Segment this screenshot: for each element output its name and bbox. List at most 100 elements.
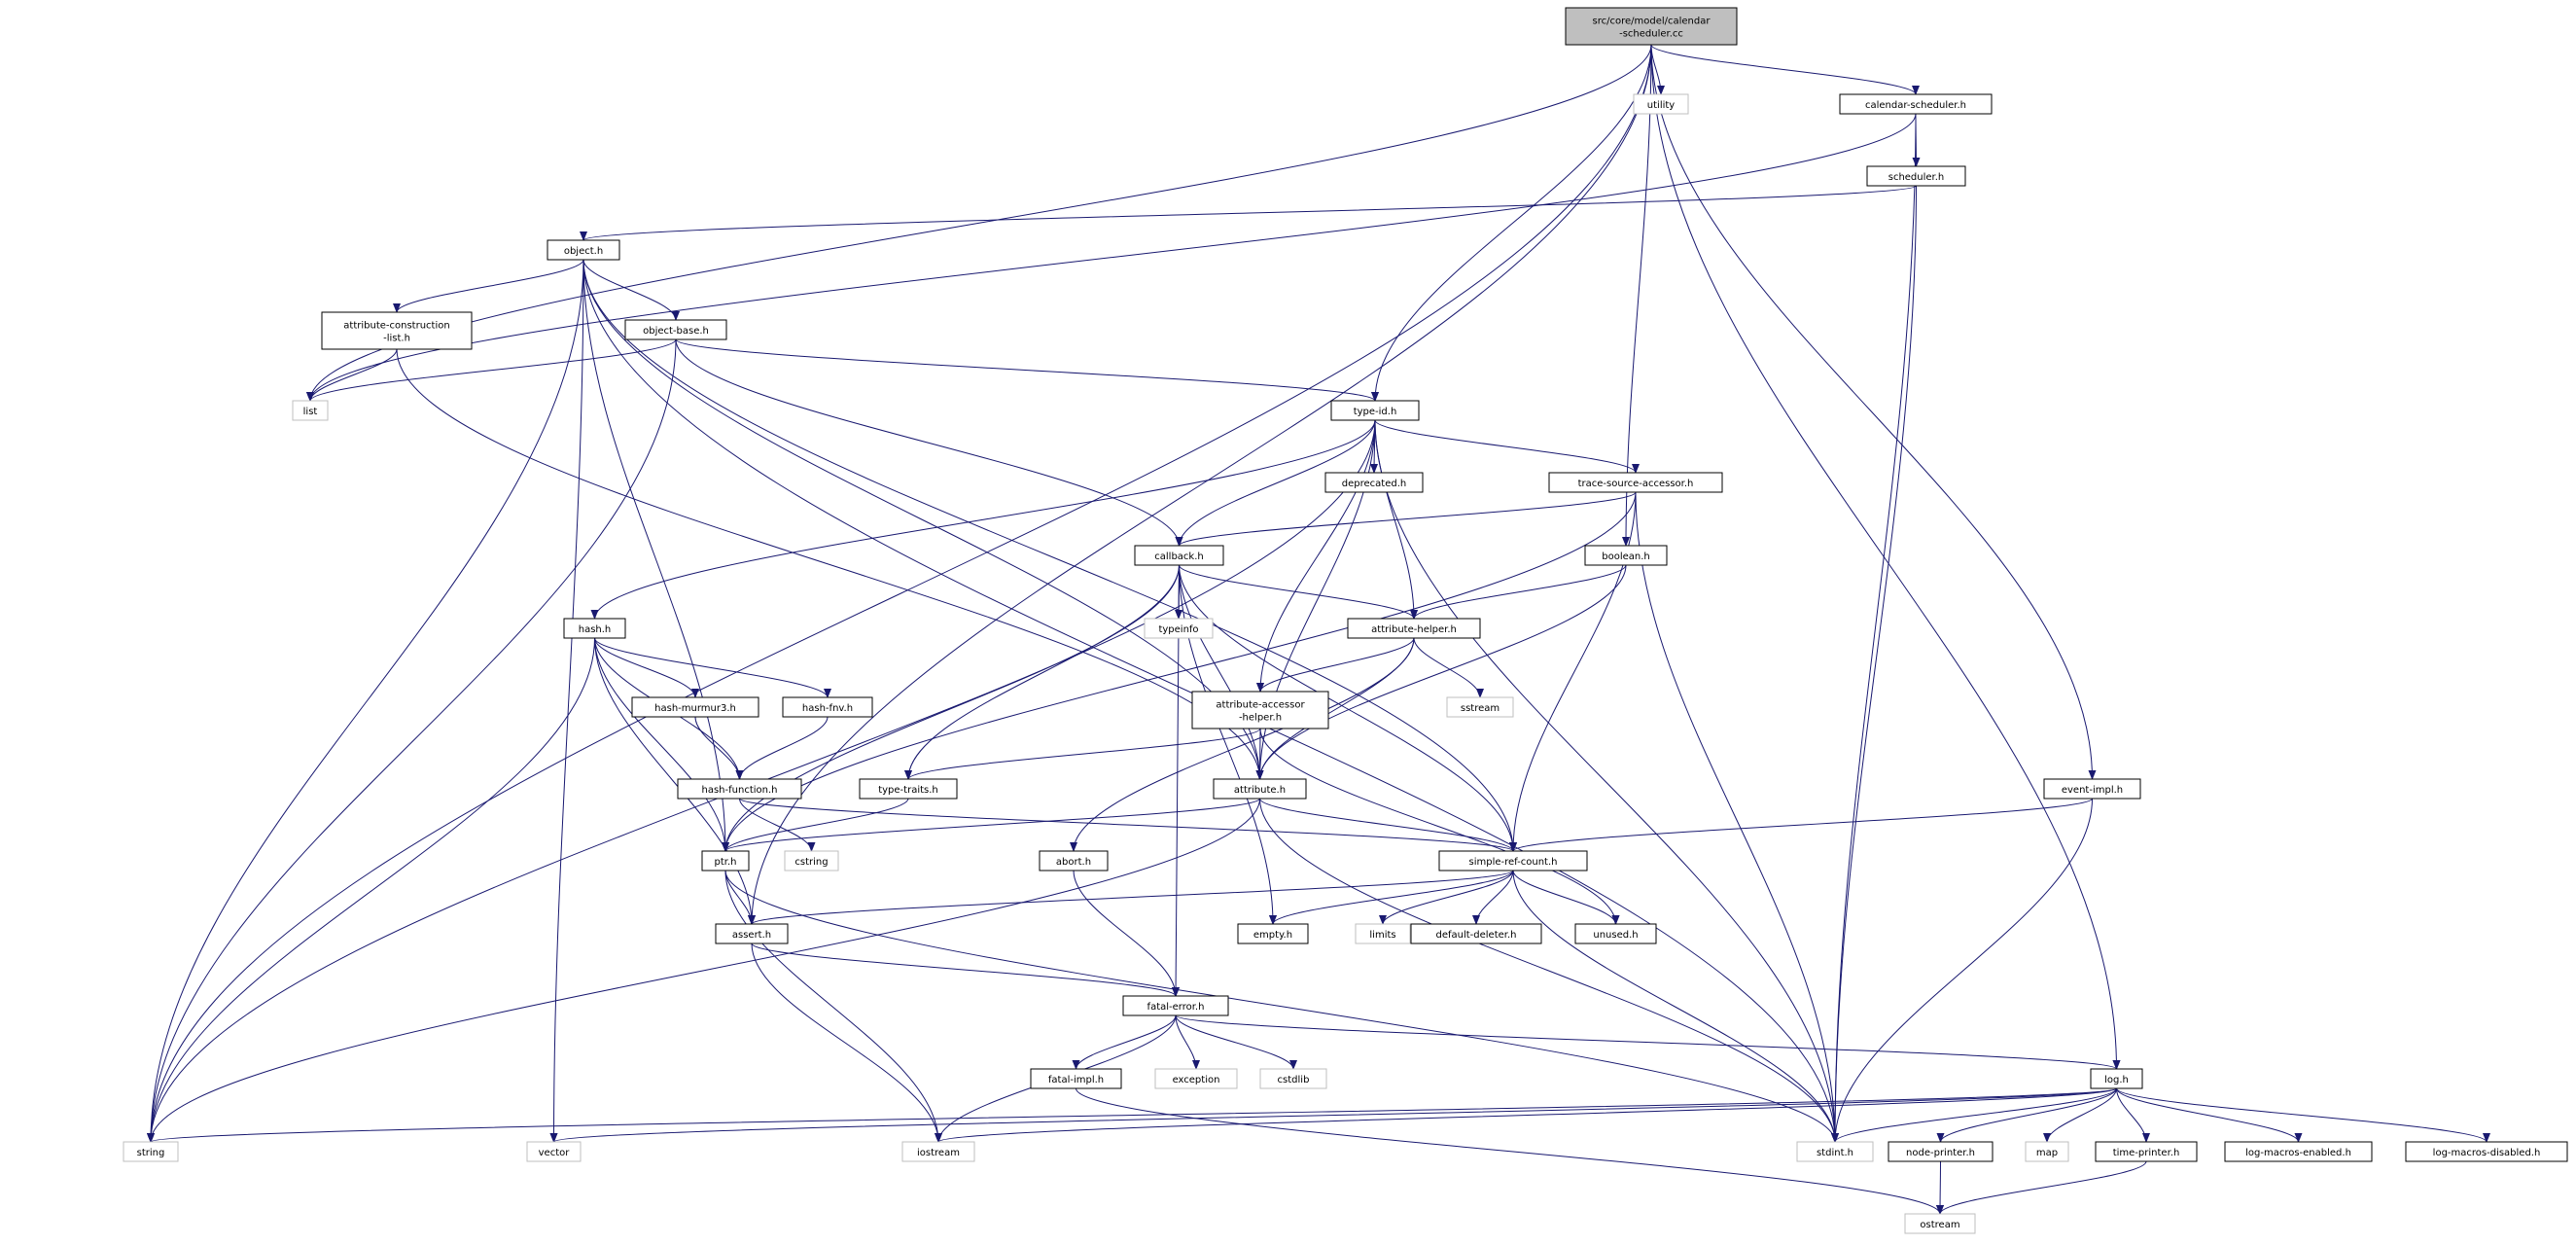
node-fatalerror[interactable]: fatal-error.h bbox=[1122, 995, 1229, 1016]
node-label-log: log.h bbox=[2104, 1075, 2129, 1085]
edge-log-to-map bbox=[2043, 1087, 2117, 1143]
node-boolean[interactable]: boolean.h bbox=[1584, 545, 1668, 566]
node-object[interactable]: object.h bbox=[547, 239, 620, 261]
node-label-attribute: attribute.h bbox=[1234, 785, 1286, 796]
edge-attribute-to-simpleref bbox=[1259, 798, 1517, 852]
edge-scheduler-to-object bbox=[580, 185, 1917, 241]
node-limits: limits bbox=[1355, 923, 1411, 944]
node-attribute[interactable]: attribute.h bbox=[1213, 778, 1307, 800]
node-abort[interactable]: abort.h bbox=[1039, 850, 1109, 872]
node-hashfunc[interactable]: hash-function.h bbox=[677, 778, 802, 800]
node-callback[interactable]: callback.h bbox=[1134, 545, 1224, 566]
edge-attracc-to-unused bbox=[1259, 728, 1620, 925]
node-typetraits[interactable]: type-traits.h bbox=[859, 778, 958, 800]
node-log[interactable]: log.h bbox=[2090, 1068, 2143, 1089]
edge-fatalerror-to-fatalimpl bbox=[1072, 1014, 1177, 1070]
node-box-iostream bbox=[901, 1141, 975, 1162]
node-cstdlib: cstdlib bbox=[1259, 1068, 1327, 1089]
node-label-callback: callback.h bbox=[1154, 551, 1203, 562]
edge-objectbase-to-list bbox=[306, 338, 677, 402]
node-box-root bbox=[1565, 7, 1738, 46]
node-label-tsa: trace-source-accessor.h bbox=[1578, 479, 1694, 489]
node-map: map bbox=[2025, 1141, 2069, 1162]
edge-typeid-to-hash bbox=[590, 419, 1376, 620]
node-deprecated[interactable]: deprecated.h bbox=[1324, 472, 1424, 493]
edge-abort-to-fatalerror bbox=[1073, 870, 1180, 997]
node-root[interactable]: src/core/model/calendar-scheduler.cc bbox=[1565, 7, 1738, 46]
node-box-hashfunc bbox=[677, 778, 802, 800]
edge-ptr-to-stdint bbox=[724, 870, 1839, 1143]
node-logmacdis[interactable]: log-macros-disabled.h bbox=[2405, 1141, 2568, 1162]
node-label-typetraits: type-traits.h bbox=[878, 785, 938, 796]
node-assert[interactable]: assert.h bbox=[715, 923, 789, 944]
node-typeid[interactable]: type-id.h bbox=[1330, 400, 1420, 421]
node-attrconst[interactable]: attribute-construction-list.h bbox=[321, 311, 473, 350]
node-cstring: cstring bbox=[784, 850, 839, 872]
edge-object-to-objectbase bbox=[582, 259, 680, 321]
node-hashfnv[interactable]: hash-fnv.h bbox=[782, 696, 873, 718]
edge-log-to-timeprinter bbox=[2116, 1087, 2150, 1143]
node-unused[interactable]: unused.h bbox=[1574, 923, 1657, 944]
node-fatalimpl[interactable]: fatal-impl.h bbox=[1030, 1068, 1122, 1089]
node-box-hashmurmur bbox=[631, 696, 759, 718]
node-box-logmacdis bbox=[2405, 1141, 2568, 1162]
node-typeinfo: typeinfo bbox=[1144, 618, 1214, 639]
node-label-root: -scheduler.cc bbox=[1619, 29, 1683, 40]
node-label-abort: abort.h bbox=[1056, 857, 1091, 868]
node-attrhelper[interactable]: attribute-helper.h bbox=[1347, 618, 1481, 639]
edge-log-to-vector bbox=[550, 1087, 2117, 1143]
node-box-attracc bbox=[1191, 691, 1329, 729]
node-eventimpl[interactable]: event-impl.h bbox=[2043, 778, 2141, 800]
node-string: string bbox=[123, 1141, 179, 1162]
edge-log-to-stdint bbox=[1831, 1087, 2117, 1143]
edge-root-to-assert bbox=[748, 44, 1652, 925]
edge-simpleref-to-stdint bbox=[1512, 870, 1839, 1143]
edge-object-to-simpleref bbox=[582, 259, 1517, 852]
node-label-attrhelper: attribute-helper.h bbox=[1371, 624, 1457, 635]
edge-hash-to-string bbox=[147, 637, 595, 1143]
node-box-attrhelper bbox=[1347, 618, 1481, 639]
node-label-scheduler: scheduler.h bbox=[1888, 172, 1945, 183]
node-label-attrconst: -list.h bbox=[383, 334, 410, 344]
node-box-fatalerror bbox=[1122, 995, 1229, 1016]
edge-eventimpl-to-stdint bbox=[1831, 798, 2093, 1143]
edge-assert-to-iostream bbox=[751, 943, 942, 1143]
edge-typetraits-to-ptr bbox=[722, 798, 909, 852]
node-logmacen[interactable]: log-macros-enabled.h bbox=[2224, 1141, 2373, 1162]
node-ptr[interactable]: ptr.h bbox=[701, 850, 750, 872]
node-label-stdint: stdint.h bbox=[1817, 1148, 1853, 1158]
node-box-object bbox=[547, 239, 620, 261]
node-label-logmacdis: log-macros-disabled.h bbox=[2433, 1148, 2541, 1158]
node-ostream: ostream bbox=[1904, 1213, 1976, 1234]
node-label-iostream: iostream bbox=[917, 1148, 960, 1158]
edge-callback-to-simpleref bbox=[1179, 564, 1517, 852]
node-hashmurmur[interactable]: hash-murmur3.h bbox=[631, 696, 759, 718]
node-box-list bbox=[292, 400, 329, 421]
edge-log-to-logmacdis bbox=[2116, 1087, 2490, 1143]
node-timeprinter[interactable]: time-printer.h bbox=[2095, 1141, 2198, 1162]
edge-root-to-string bbox=[147, 44, 1652, 1143]
node-defdeleter[interactable]: default-deleter.h bbox=[1410, 923, 1542, 944]
node-tsa[interactable]: trace-source-accessor.h bbox=[1548, 472, 1723, 493]
node-attracc[interactable]: attribute-accessor-helper.h bbox=[1191, 691, 1329, 729]
node-label-defdeleter: default-deleter.h bbox=[1435, 930, 1516, 941]
node-hash[interactable]: hash.h bbox=[563, 618, 626, 639]
node-box-typeinfo bbox=[1144, 618, 1214, 639]
node-label-timeprinter: time-printer.h bbox=[2113, 1148, 2180, 1158]
node-label-simpleref: simple-ref-count.h bbox=[1469, 857, 1558, 868]
edge-ptr-to-iostream bbox=[724, 870, 942, 1143]
node-simpleref[interactable]: simple-ref-count.h bbox=[1438, 850, 1588, 872]
edge-log-to-logmacen bbox=[2116, 1087, 2303, 1143]
node-vector: vector bbox=[526, 1141, 582, 1162]
edge-attribute-to-ptr bbox=[722, 798, 1260, 852]
node-scheduler[interactable]: scheduler.h bbox=[1866, 165, 1966, 187]
node-label-nodeprinter: node-printer.h bbox=[1906, 1148, 1975, 1158]
node-box-attrconst bbox=[321, 311, 473, 350]
node-label-limits: limits bbox=[1369, 930, 1395, 941]
node-label-vector: vector bbox=[539, 1148, 571, 1158]
node-objectbase[interactable]: object-base.h bbox=[624, 319, 727, 340]
node-empty[interactable]: empty.h bbox=[1237, 923, 1309, 944]
node-nodeprinter[interactable]: node-printer.h bbox=[1888, 1141, 1994, 1162]
node-calsched[interactable]: calendar-scheduler.h bbox=[1839, 93, 1993, 115]
node-box-scheduler bbox=[1866, 165, 1966, 187]
